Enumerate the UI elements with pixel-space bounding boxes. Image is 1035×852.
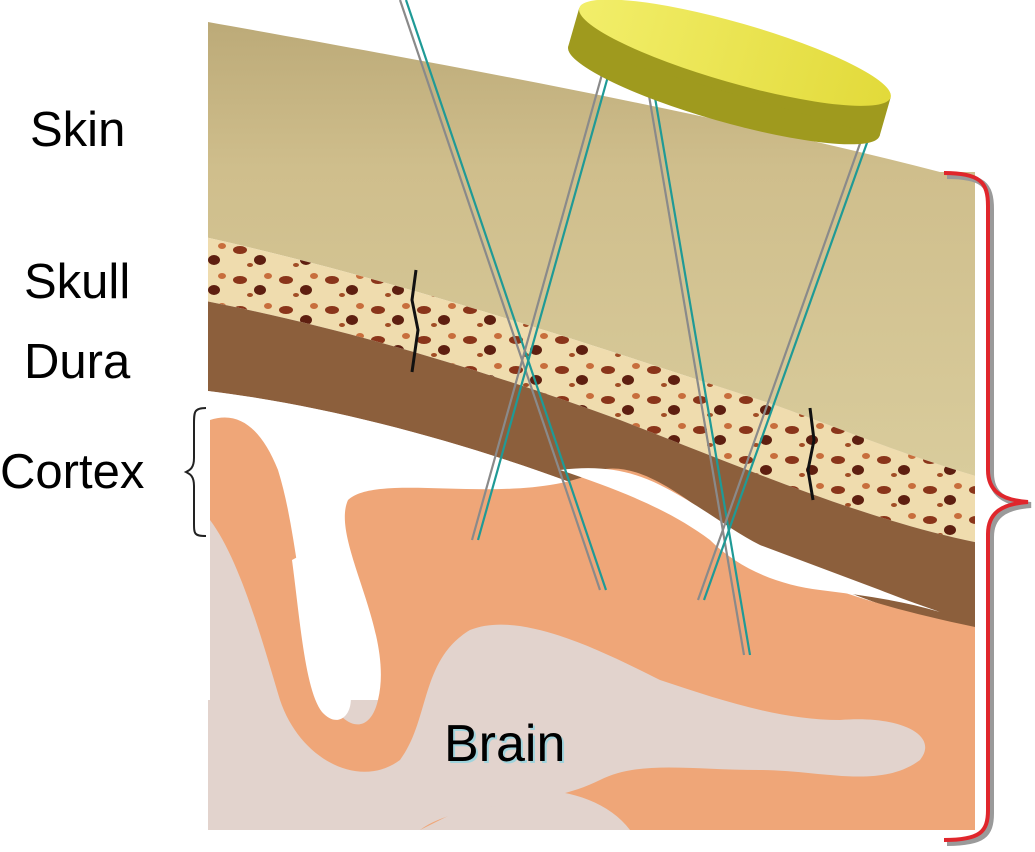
cortex-brace <box>186 408 206 536</box>
dura-label: Dura <box>24 338 130 387</box>
brain-label: Brain <box>444 718 565 770</box>
skin-label: Skin <box>30 106 125 155</box>
skull-label: Skull <box>24 258 130 307</box>
cortex-label: Cortex <box>0 448 144 497</box>
